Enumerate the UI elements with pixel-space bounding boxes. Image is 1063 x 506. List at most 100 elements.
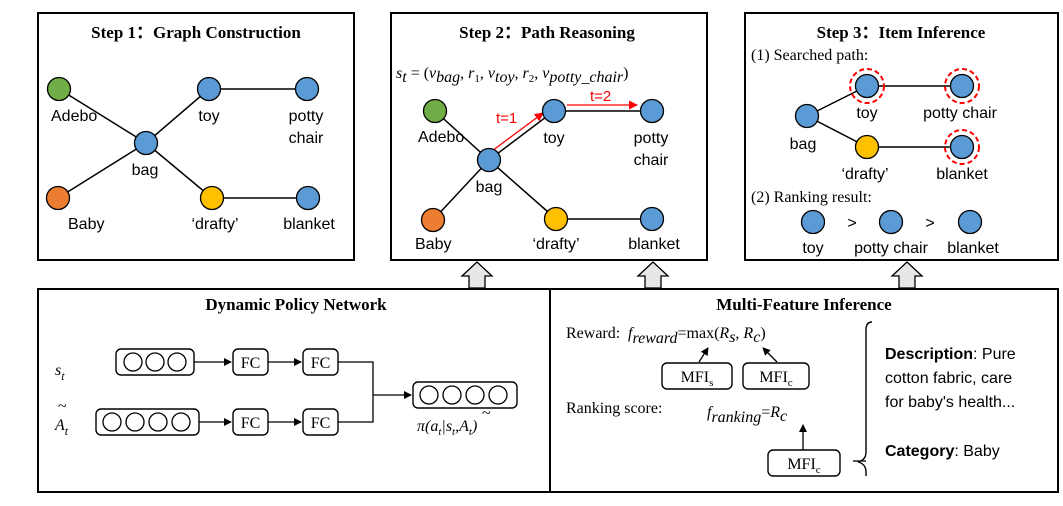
label-blanket: blanket bbox=[936, 166, 988, 183]
label-baby: Baby bbox=[68, 216, 104, 233]
ranking-score-label: Ranking score: bbox=[566, 400, 662, 417]
policy-title: Dynamic Policy Network bbox=[205, 295, 387, 314]
fc-label: FC bbox=[241, 415, 261, 432]
fc-label: FC bbox=[241, 355, 261, 372]
item-description: Description: Pure bbox=[885, 346, 1016, 363]
item-description-line2: cotton fabric, care bbox=[885, 370, 1012, 387]
fc-label: FC bbox=[311, 355, 331, 372]
rank-label-2: potty chair bbox=[854, 240, 928, 257]
label-blanket: blanket bbox=[628, 236, 680, 253]
rank-gt-1: > bbox=[847, 215, 856, 232]
mfi-c-box-ranking bbox=[767, 449, 841, 477]
policy-formula-tilde: ~ bbox=[482, 405, 491, 422]
rank-node-2 bbox=[878, 209, 904, 235]
item-description-line3: for baby's health... bbox=[885, 394, 1015, 411]
fc-layer bbox=[302, 348, 339, 376]
step3-border bbox=[744, 12, 1059, 261]
action-unit bbox=[148, 412, 168, 432]
output-unit bbox=[419, 385, 439, 405]
policy-connectors bbox=[194, 358, 412, 426]
label-drafty: ‘drafty’ bbox=[191, 216, 238, 233]
label-adebo: Adebo bbox=[418, 129, 464, 146]
node-adebo bbox=[422, 98, 448, 124]
label-drafty: ‘drafty’ bbox=[841, 166, 888, 183]
label-toy: toy bbox=[856, 105, 877, 122]
rank-node-1 bbox=[800, 209, 826, 235]
step2-border bbox=[390, 12, 708, 261]
fc-layer bbox=[302, 408, 339, 436]
node-blanket bbox=[639, 206, 665, 232]
item-category: Category: Baby bbox=[885, 443, 1000, 460]
label-chair: chair bbox=[634, 152, 669, 169]
step1-title: Step 1：Graph Construction bbox=[91, 23, 301, 42]
ring-blanket bbox=[944, 129, 980, 165]
label-toy: toy bbox=[543, 130, 564, 147]
step2-path-highlight bbox=[491, 100, 638, 152]
fc-label: FC bbox=[311, 415, 331, 432]
fc-layer bbox=[232, 408, 269, 436]
step2-edges bbox=[432, 110, 652, 221]
action-tilde: ~ bbox=[58, 398, 67, 415]
node-drafty bbox=[854, 134, 880, 160]
output-unit bbox=[442, 385, 462, 405]
label-t2: t=2 bbox=[590, 88, 611, 105]
mfi-panel: Multi-Feature Inference Reward: freward=… bbox=[566, 295, 1016, 477]
action-unit bbox=[102, 412, 122, 432]
node-adebo bbox=[46, 76, 72, 102]
mfi-s-label: MFIs bbox=[681, 369, 714, 389]
ring-potty-chair bbox=[944, 68, 980, 104]
node-drafty bbox=[199, 185, 225, 211]
label-adebo: Adebo bbox=[51, 108, 97, 125]
label-baby: Baby bbox=[415, 236, 451, 253]
node-potty-chair bbox=[639, 98, 665, 124]
node-blanket bbox=[295, 185, 321, 211]
label-drafty: ‘drafty’ bbox=[532, 236, 579, 253]
mfi-c-label: MFIc bbox=[759, 369, 792, 389]
bottom-panel-border bbox=[37, 288, 1059, 493]
rank-gt-2: > bbox=[925, 215, 934, 232]
rank-node-3 bbox=[957, 209, 983, 235]
step2-panel: Step 2：Path Reasoning st = (vbag, r1, vt… bbox=[390, 12, 708, 261]
step1-border bbox=[37, 12, 355, 261]
rank-label-1: toy bbox=[802, 240, 823, 257]
searched-path-label: (1) Searched path: bbox=[751, 47, 868, 64]
mfi-s-box bbox=[661, 362, 733, 390]
reward-formula: freward=max(Rs, Rc) bbox=[628, 325, 766, 347]
output-unit bbox=[488, 385, 508, 405]
node-toy bbox=[541, 98, 567, 124]
ranking-formula: franking=Rc bbox=[707, 404, 787, 426]
node-baby bbox=[420, 207, 446, 233]
state-unit bbox=[123, 352, 143, 372]
selected-item-rings bbox=[849, 68, 980, 165]
label-toy: toy bbox=[198, 108, 219, 125]
arrow-up-1 bbox=[460, 261, 494, 289]
step3-title: Step 3：Item Inference bbox=[817, 23, 986, 42]
step2-formula: st = (vbag, r1, vtoy, r2, vpotty_chair) bbox=[396, 65, 628, 86]
rank-label-3: blanket bbox=[947, 240, 999, 257]
policy-network-panel: Dynamic Policy Network st At ~ FC FC FC … bbox=[54, 295, 518, 438]
arrow-up-2 bbox=[636, 261, 670, 289]
node-baby bbox=[45, 185, 71, 211]
state-unit bbox=[167, 352, 187, 372]
step2-title: Step 2：Path Reasoning bbox=[459, 23, 635, 42]
node-drafty bbox=[543, 206, 569, 232]
ring-toy bbox=[849, 68, 885, 104]
node-bag bbox=[133, 130, 159, 156]
item-info-bracket bbox=[857, 321, 873, 476]
label-potty-chair: potty chair bbox=[923, 105, 997, 122]
mfi-title: Multi-Feature Inference bbox=[716, 295, 892, 314]
ranking-result-label: (2) Ranking result: bbox=[751, 189, 872, 206]
reward-label: Reward: bbox=[566, 325, 620, 342]
label-blanket: blanket bbox=[283, 216, 335, 233]
label-bag: bag bbox=[132, 162, 159, 179]
node-bag bbox=[476, 147, 502, 173]
node-blanket bbox=[949, 134, 975, 160]
node-toy bbox=[196, 76, 222, 102]
node-bag bbox=[794, 103, 820, 129]
action-symbol: At bbox=[54, 417, 69, 438]
action-unit bbox=[125, 412, 145, 432]
label-potty: potty bbox=[289, 108, 324, 125]
node-potty-chair bbox=[294, 76, 320, 102]
action-unit bbox=[171, 412, 191, 432]
